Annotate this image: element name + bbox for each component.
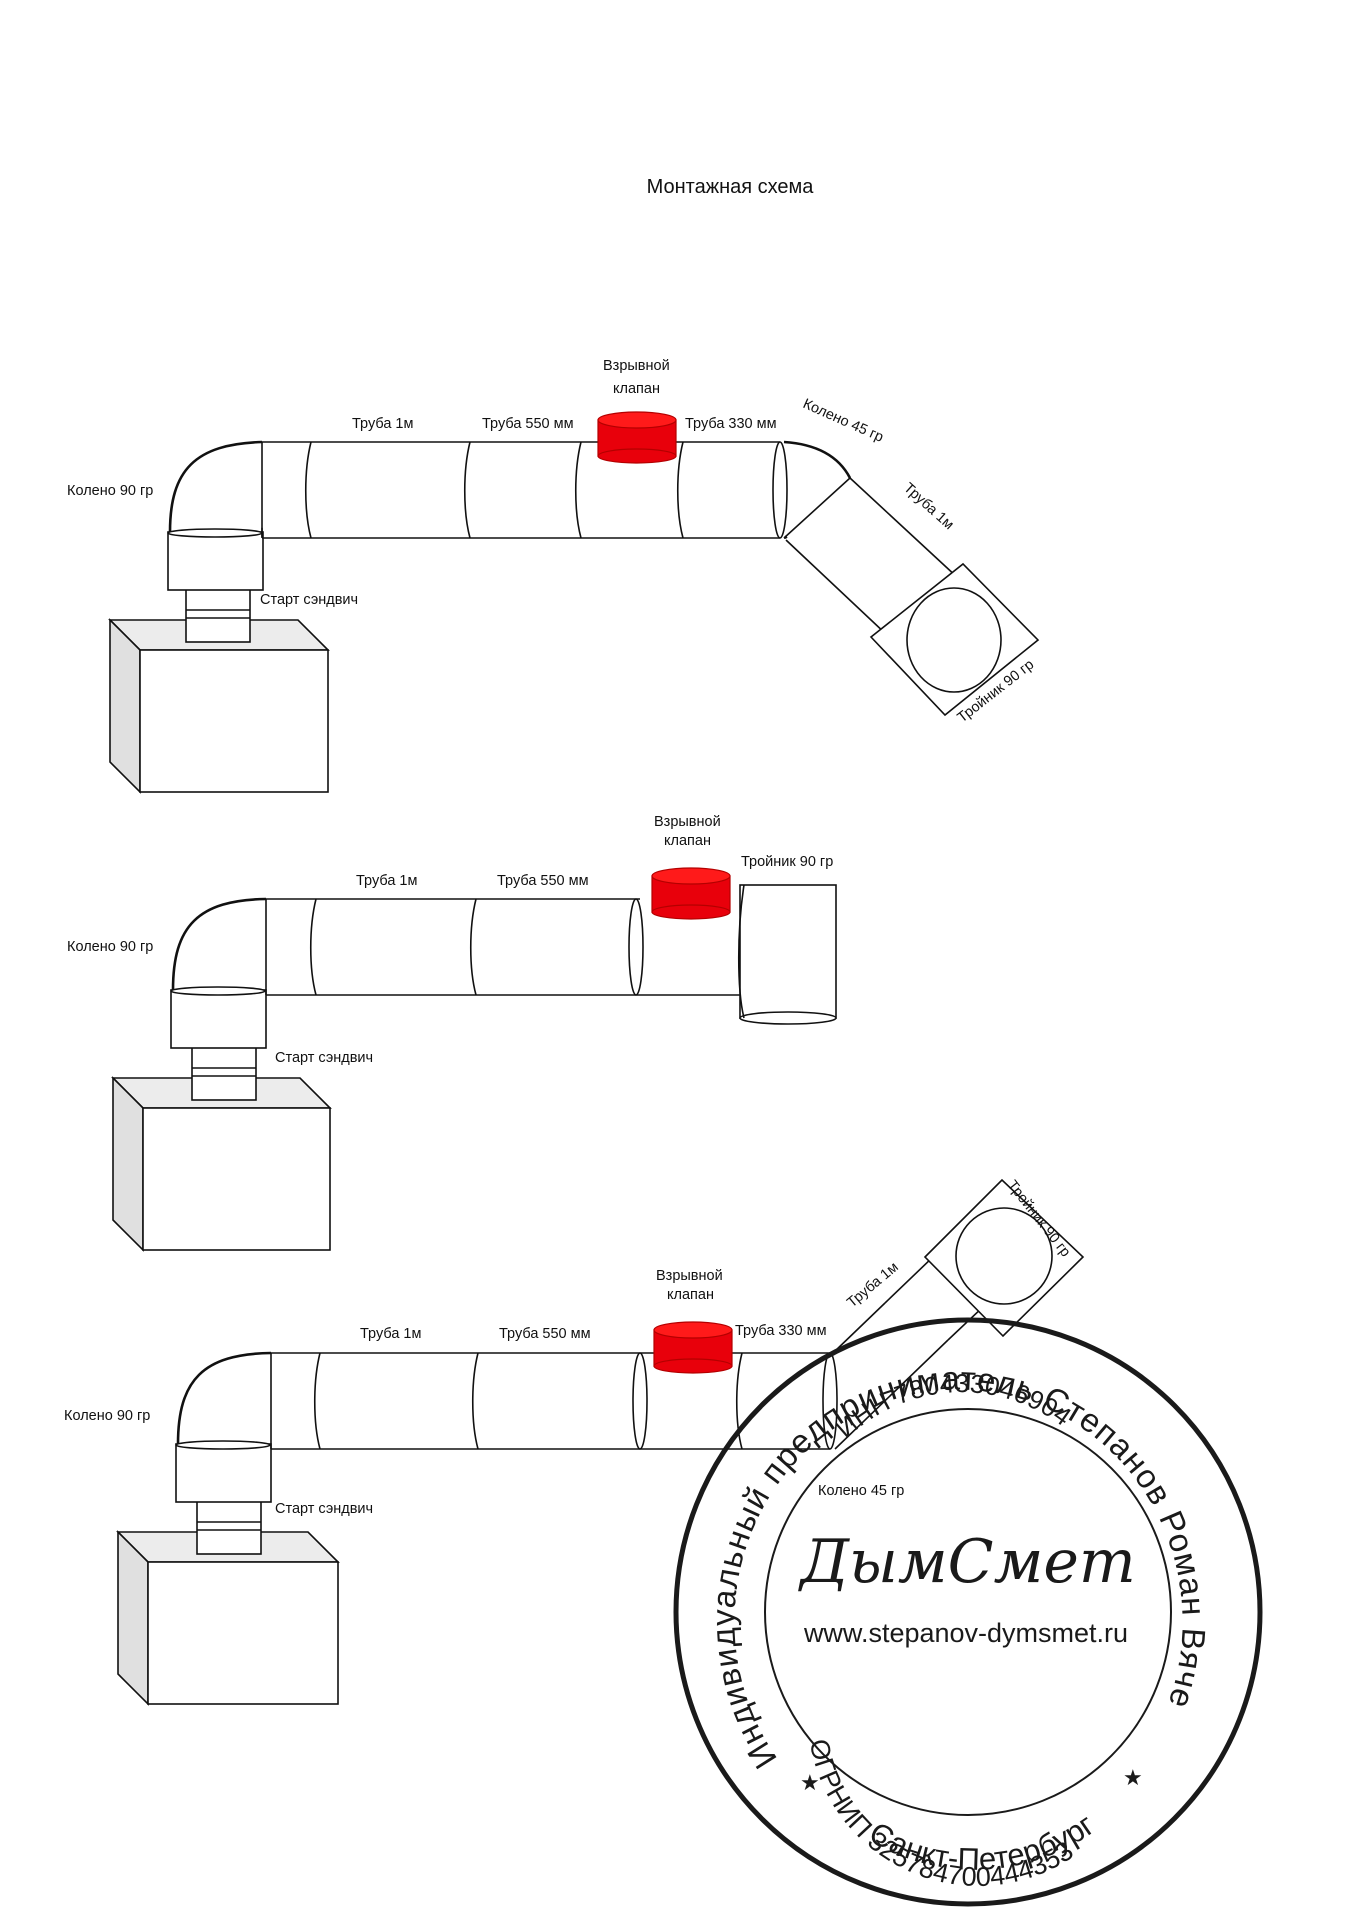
label-valve-line2: клапан	[667, 1287, 714, 1303]
tee-90	[869, 562, 1040, 717]
elbow-90	[168, 440, 263, 538]
stamp-outer-text: Индивидуальный предприниматель Степанов …	[0, 0, 1212, 1775]
label-valve-line2: клапан	[613, 381, 660, 397]
label-pipe-1m: Труба 1м	[352, 416, 413, 432]
label-start-sandwich: Старт сэндвич	[275, 1501, 373, 1517]
label-pipe-1m: Труба 1м	[356, 873, 417, 889]
tee-90	[737, 884, 837, 1025]
label-elbow90: Колено 90 гр	[67, 939, 153, 955]
label-pipe-550: Труба 550 мм	[482, 416, 574, 432]
boiler-box	[116, 1530, 340, 1706]
elbow-90	[176, 1351, 272, 1449]
straight-pipe	[271, 1352, 838, 1450]
tee-90	[923, 1178, 1085, 1338]
start-sandwich	[170, 986, 267, 1101]
label-elbow90: Колено 90 гр	[67, 483, 153, 499]
boiler-box	[108, 618, 330, 794]
explosion-valve	[597, 411, 677, 464]
stamp-website: www.stepanov-dymsmet.ru	[803, 1618, 1128, 1648]
start-sandwich	[167, 528, 264, 643]
label-valve-line1: Взрывной	[656, 1268, 723, 1284]
elbow-45	[783, 440, 852, 539]
stamp-star-right: ★	[1123, 1765, 1143, 1790]
straight-pipe	[262, 441, 788, 539]
label-pipe-1m: Труба 1м	[360, 1326, 421, 1342]
label-start-sandwich: Старт сэндвич	[260, 592, 358, 608]
label-pipe-550: Труба 550 мм	[497, 873, 589, 889]
page-title: Монтажная схема	[646, 176, 814, 198]
explosion-valve	[653, 1321, 733, 1374]
boiler-box	[111, 1076, 332, 1252]
scheme-2: Колено 90 гр Старт сэндвич Труба 1м Труб…	[67, 814, 837, 1252]
label-diag-pipe-1m: Труба 1м	[844, 1259, 901, 1311]
label-elbow45: Колено 45 гр	[818, 1483, 904, 1499]
label-valve-line1: Взрывной	[654, 814, 721, 830]
stamp-brand: ДымСмет	[797, 1527, 1135, 1597]
scheme-1: Колено 90 гр Старт сэндвич Труба 1м Труб…	[67, 358, 1040, 794]
label-pipe-330: Труба 330 мм	[685, 416, 777, 432]
label-elbow45: Колено 45 гр	[800, 396, 885, 446]
label-diag-pipe-1m: Труба 1м	[900, 480, 956, 533]
elbow-90	[171, 897, 267, 995]
label-valve-line2: клапан	[664, 833, 711, 849]
label-start-sandwich: Старт сэндвич	[275, 1050, 373, 1066]
straight-pipe	[266, 898, 740, 996]
label-valve-line1: Взрывной	[603, 358, 670, 374]
stamp-star-left: ★	[800, 1770, 820, 1795]
label-pipe-330: Труба 330 мм	[735, 1323, 827, 1339]
elbow-45	[832, 1302, 949, 1450]
explosion-valve	[651, 867, 731, 920]
label-elbow90: Колено 90 гр	[64, 1408, 150, 1424]
label-pipe-550: Труба 550 мм	[499, 1326, 591, 1342]
label-tee90: Тройник 90 гр	[741, 854, 833, 870]
start-sandwich	[175, 1440, 272, 1555]
diagonal-pipe	[785, 477, 959, 637]
